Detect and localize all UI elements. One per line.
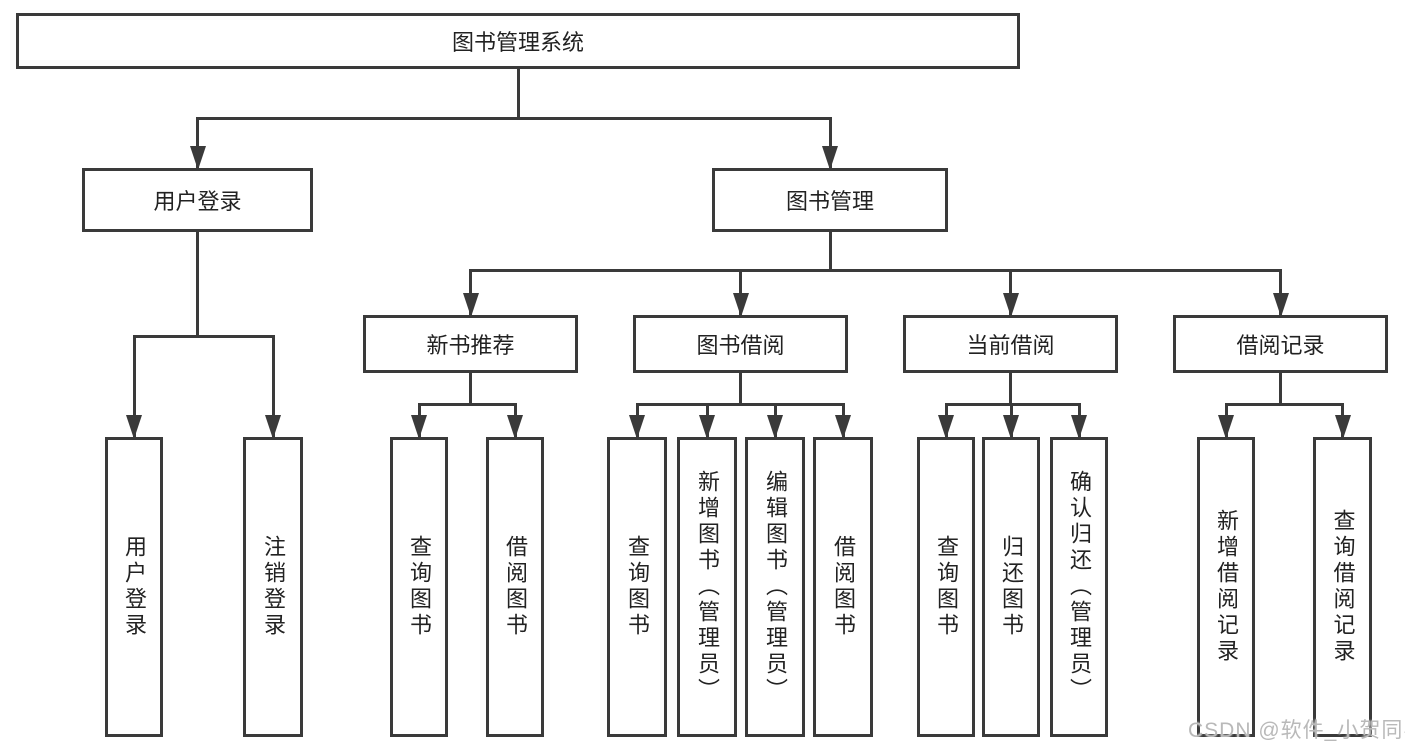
node-label-br-add: 新增借阅记录 xyxy=(1214,509,1239,665)
connector-line xyxy=(271,334,275,437)
node-label-user-login: 用户登录 xyxy=(153,189,242,214)
connector-line xyxy=(469,268,1282,272)
connector-line xyxy=(944,402,1081,406)
node-cb-return: 归还图书 xyxy=(982,437,1040,737)
arrowhead-down-icon xyxy=(189,146,206,170)
arrowhead-down-icon xyxy=(699,415,715,439)
connector-line xyxy=(196,116,199,168)
node-label-nbr-borrow: 借阅图书 xyxy=(503,535,528,639)
arrowhead-down-icon xyxy=(822,146,838,170)
node-bb-query: 查询图书 xyxy=(607,437,667,737)
arrowhead-down-icon xyxy=(835,415,851,439)
node-logout: 注销登录 xyxy=(243,437,303,737)
node-login: 用户登录 xyxy=(105,437,163,737)
connector-line xyxy=(1009,373,1012,404)
connector-line xyxy=(417,402,517,406)
node-label-bb-borrow: 借阅图书 xyxy=(831,535,856,639)
node-nbr-borrow: 借阅图书 xyxy=(486,437,544,737)
connector-line xyxy=(196,232,199,336)
node-label-br-query: 查询借阅记录 xyxy=(1330,509,1356,665)
arrowhead-down-icon xyxy=(1334,415,1351,439)
node-user-login: 用户登录 xyxy=(82,168,313,232)
node-label-cb-confirm: 确认归还（管理员） xyxy=(1067,470,1092,704)
connector-line xyxy=(196,116,832,120)
connector-line xyxy=(516,69,520,118)
node-borrow-record: 借阅记录 xyxy=(1173,315,1388,373)
arrowhead-down-icon xyxy=(1071,415,1087,439)
node-br-add: 新增借阅记录 xyxy=(1197,437,1255,737)
node-br-query: 查询借阅记录 xyxy=(1313,437,1372,737)
connector-line xyxy=(828,232,832,270)
node-label-cb-return: 归还图书 xyxy=(999,535,1024,639)
connector-line xyxy=(469,268,472,315)
arrowhead-down-icon xyxy=(938,415,954,439)
node-label-book-mgmt: 图书管理 xyxy=(785,189,874,214)
node-label-nbr-query: 查询图书 xyxy=(407,535,432,639)
node-label-current-borrow: 当前借阅 xyxy=(966,333,1055,358)
arrowhead-down-icon xyxy=(411,415,427,439)
node-bb-add: 新增图书（管理员） xyxy=(677,437,737,737)
node-label-cb-query: 查询图书 xyxy=(934,535,959,639)
node-label-login: 用户登录 xyxy=(122,535,147,639)
arrowhead-down-icon xyxy=(732,293,749,317)
node-label-root: 图书管理系统 xyxy=(451,30,584,55)
node-root: 图书管理系统 xyxy=(16,13,1020,69)
arrowhead-down-icon xyxy=(1218,415,1234,439)
connector-line xyxy=(1279,268,1282,315)
arrowhead-down-icon xyxy=(1002,293,1019,317)
connector-line xyxy=(1009,268,1012,315)
node-bb-borrow: 借阅图书 xyxy=(813,437,873,737)
arrowhead-down-icon xyxy=(462,293,479,317)
arrowhead-down-icon xyxy=(1272,293,1289,317)
node-label-logout: 注销登录 xyxy=(261,535,286,639)
node-cb-confirm: 确认归还（管理员） xyxy=(1050,437,1108,737)
connector-line xyxy=(1224,402,1344,406)
node-bb-edit: 编辑图书（管理员） xyxy=(745,437,805,737)
node-current-borrow: 当前借阅 xyxy=(903,315,1118,373)
connector-line xyxy=(828,116,832,168)
connector-line xyxy=(739,268,742,315)
arrowhead-down-icon xyxy=(265,415,281,439)
node-book-mgmt: 图书管理 xyxy=(712,168,948,232)
arrowhead-down-icon xyxy=(126,415,142,439)
connector-line xyxy=(635,402,845,406)
node-label-book-borrow: 图书借阅 xyxy=(696,333,785,358)
node-cb-query: 查询图书 xyxy=(917,437,975,737)
arrowhead-down-icon xyxy=(1003,415,1019,439)
connector-line xyxy=(132,334,275,338)
arrowhead-down-icon xyxy=(629,415,645,439)
node-book-borrow: 图书借阅 xyxy=(633,315,848,373)
node-label-bb-edit: 编辑图书（管理员） xyxy=(763,470,788,704)
node-label-bb-query: 查询图书 xyxy=(625,535,650,639)
node-label-bb-add: 新增图书（管理员） xyxy=(695,470,720,704)
connector-line xyxy=(132,334,136,437)
node-nbr-query: 查询图书 xyxy=(390,437,448,737)
arrowhead-down-icon xyxy=(767,415,783,439)
node-new-book-rec: 新书推荐 xyxy=(363,315,578,373)
node-label-new-book-rec: 新书推荐 xyxy=(426,333,515,358)
arrowhead-down-icon xyxy=(507,415,523,439)
connector-line xyxy=(1279,373,1282,404)
watermark: CSDN @软件_小贺同学 xyxy=(1188,719,1405,742)
node-label-borrow-record: 借阅记录 xyxy=(1236,333,1325,358)
connector-line xyxy=(469,373,472,404)
connector-line xyxy=(739,373,742,404)
